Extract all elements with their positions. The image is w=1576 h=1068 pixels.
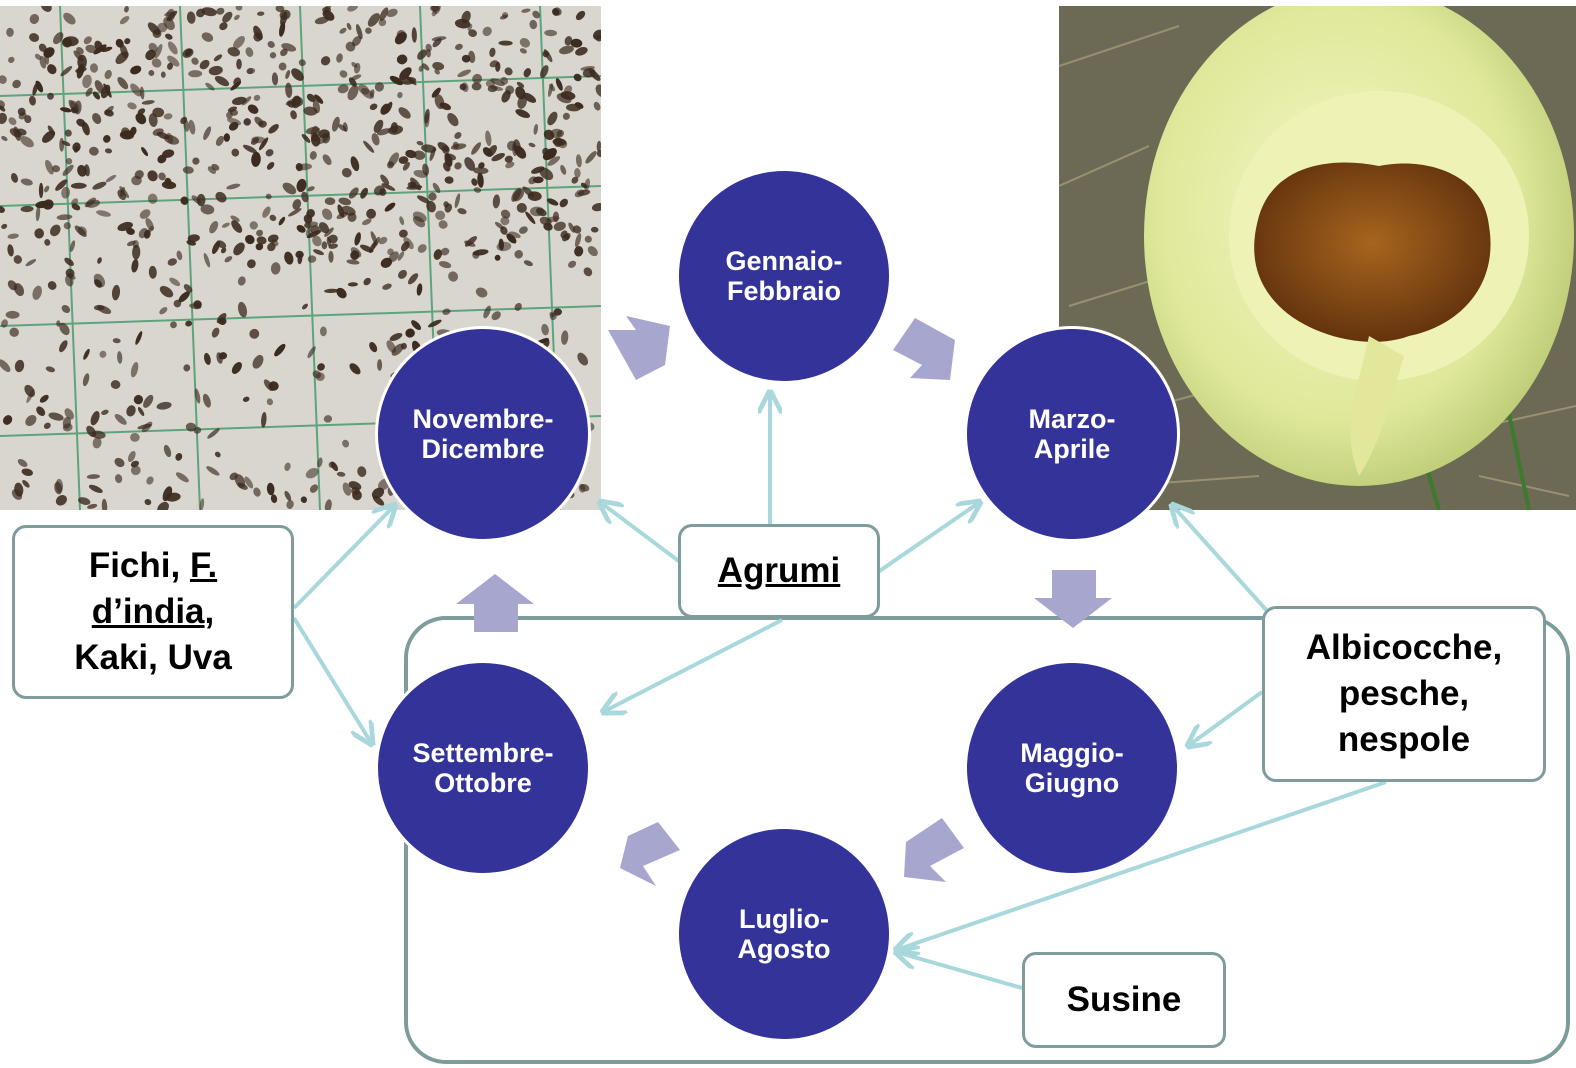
fichi-text-underlined: F. (189, 546, 218, 585)
month-gennaio-febbraio: Gennaio- Febbraio (676, 168, 892, 384)
albicocche-line: pesche, (1338, 674, 1470, 713)
albicocche-line: nespole (1337, 720, 1471, 759)
fichi-text-underlined: d’india (91, 592, 205, 631)
month-marzo-aprile: Marzo- Aprile (964, 326, 1180, 542)
cycle-arrow-mag-lug (904, 818, 964, 882)
albicocche-line: Albicocche, (1305, 628, 1503, 667)
fruit-box-albicocche: Albicocche, pesche, nespole (1262, 606, 1546, 782)
connector-albicocche-mar (1172, 505, 1270, 614)
susine-text: Susine (1066, 980, 1182, 1019)
connector-fichi-nov (292, 505, 395, 610)
cycle-arrow-set-nov (456, 574, 534, 632)
month-label: Marzo- Aprile (1028, 404, 1116, 464)
connector-susine-lug (896, 952, 1023, 990)
connector-albicocche-lug (896, 780, 1387, 950)
month-luglio-agosto: Luglio- Agosto (676, 826, 892, 1042)
fruit-box-susine: Susine (1022, 952, 1226, 1048)
fichi-text: Fichi, (88, 546, 190, 585)
agrumi-text: Agrumi (717, 551, 841, 590)
connector-agrumi-mar (876, 502, 980, 574)
cycle-arrow-nov-gen (608, 316, 670, 380)
connector-agrumi-nov (600, 502, 682, 564)
fichi-text: , (204, 592, 215, 631)
fichi-text: Kaki, Uva (74, 638, 232, 677)
connector-albicocche-mag (1188, 690, 1264, 746)
cycle-arrows (456, 316, 1112, 886)
cycle-arrow-gen-mar (893, 318, 955, 380)
connector-agrumi-set (603, 618, 783, 712)
month-label: Gennaio- Febbraio (725, 246, 843, 306)
cycle-arrow-mar-mag (1034, 570, 1112, 628)
month-label: Maggio- Giugno (1020, 738, 1124, 798)
cycle-arrow-lug-set (620, 822, 680, 886)
month-settembre-ottobre: Settembre- Ottobre (375, 660, 591, 876)
fruit-box-fichi: Fichi, F. d’india, Kaki, Uva (12, 525, 294, 699)
month-label: Novembre- Dicembre (412, 404, 554, 464)
month-label: Luglio- Agosto (737, 904, 831, 964)
damaged-fruit-photo (1059, 6, 1576, 510)
fruit-box-agrumi: Agrumi (678, 524, 880, 618)
connector-fichi-set (292, 616, 372, 744)
month-maggio-giugno: Maggio- Giugno (964, 660, 1180, 876)
month-novembre-dicembre: Novembre- Dicembre (375, 326, 591, 542)
month-label: Settembre- Ottobre (412, 738, 554, 798)
